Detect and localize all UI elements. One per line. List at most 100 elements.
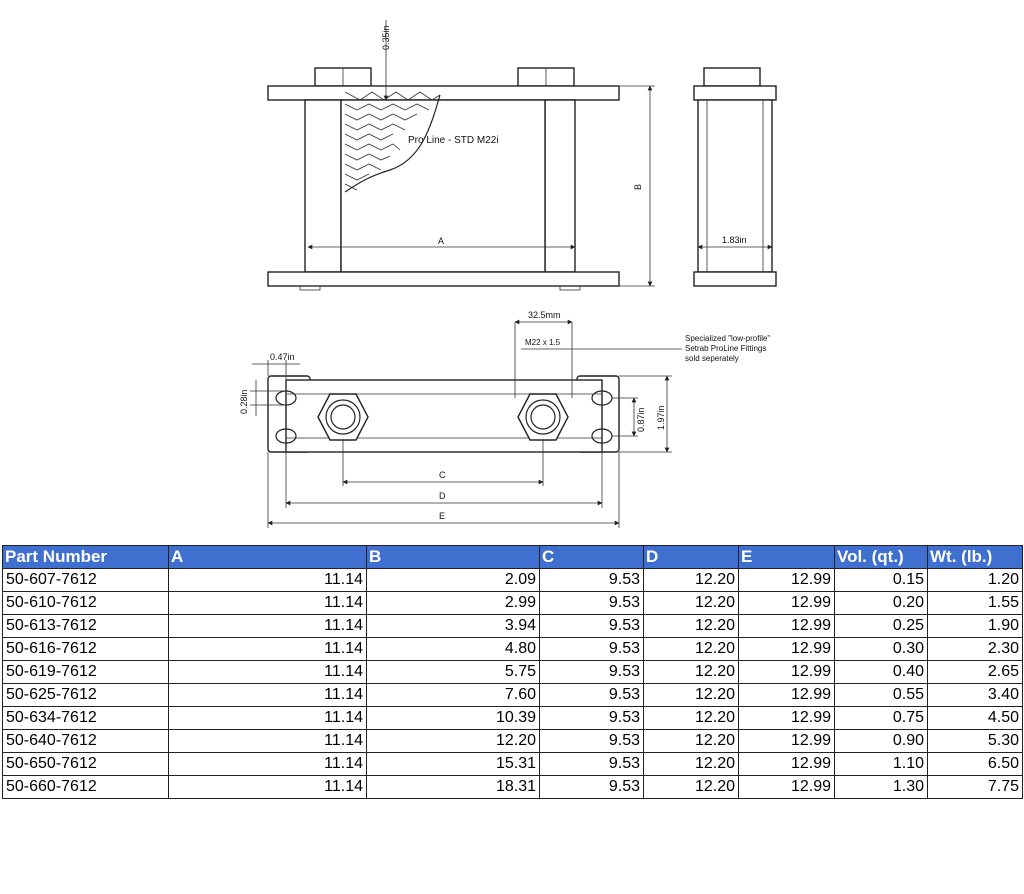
cell-b: 15.31 — [366, 752, 540, 776]
right-tank — [544, 99, 576, 273]
cell-a: 11.14 — [168, 752, 367, 776]
cell-volume: 1.10 — [834, 752, 928, 776]
side-width-dimension: 1.83in — [722, 235, 747, 245]
cell-d: 12.20 — [643, 614, 739, 638]
spec-table: Part Number A B C D E Vol. (qt.) Wt. (lb… — [2, 545, 1023, 799]
cell-a: 11.14 — [168, 660, 367, 684]
cell-b: 4.80 — [366, 637, 540, 661]
cell-b: 2.09 — [366, 568, 540, 592]
cell-part-number: 50-650-7612 — [2, 752, 169, 776]
cell-volume: 0.20 — [834, 591, 928, 615]
cell-c: 9.53 — [539, 775, 644, 799]
core — [340, 99, 546, 273]
cell-a: 11.14 — [168, 637, 367, 661]
cell-b: 7.60 — [366, 683, 540, 707]
header-volume: Vol. (qt.) — [834, 545, 928, 569]
cell-part-number: 50-634-7612 — [2, 706, 169, 730]
cell-a: 11.14 — [168, 706, 367, 730]
cell-e: 12.99 — [738, 660, 835, 684]
dim-a-label: A — [438, 236, 444, 246]
header-b: B — [366, 545, 540, 569]
note-line-2: Setrab ProLine Fittings — [685, 344, 766, 353]
cell-d: 12.20 — [643, 706, 739, 730]
bracket-height-dimension: 1.97in — [656, 405, 666, 430]
technical-drawing: 0.35in Pro Line - STD M22i A B 1.83in — [239, 20, 777, 528]
cell-a: 11.14 — [168, 591, 367, 615]
front-view: 0.35in Pro Line - STD M22i A B — [267, 20, 655, 291]
cell-volume: 0.55 — [834, 683, 928, 707]
cell-volume: 0.40 — [834, 660, 928, 684]
cell-d: 12.20 — [643, 752, 739, 776]
cell-volume: 0.25 — [834, 614, 928, 638]
cell-c: 9.53 — [539, 614, 644, 638]
cell-b: 3.94 — [366, 614, 540, 638]
cell-part-number: 50-613-7612 — [2, 614, 169, 638]
hole-diameter-dimension: 0.28in — [239, 389, 249, 414]
cell-e: 12.99 — [738, 706, 835, 730]
cell-a: 11.14 — [168, 568, 367, 592]
dim-d-label: D — [439, 491, 446, 501]
cell-e: 12.99 — [738, 637, 835, 661]
cell-c: 9.53 — [539, 706, 644, 730]
cell-weight: 2.65 — [927, 660, 1023, 684]
cell-weight: 5.30 — [927, 729, 1023, 753]
cell-e: 12.99 — [738, 683, 835, 707]
note-line-1: Specialized "low-profile" — [685, 334, 770, 343]
cell-e: 12.99 — [738, 568, 835, 592]
side-fitting — [703, 67, 761, 87]
fin-pattern — [344, 91, 441, 193]
dim-e-label: E — [439, 511, 445, 521]
cell-weight: 7.75 — [927, 775, 1023, 799]
cell-weight: 3.40 — [927, 683, 1023, 707]
cell-part-number: 50-640-7612 — [2, 729, 169, 753]
top-bracket — [267, 85, 620, 101]
top-view: 32.5mm M22 x 1.5 Specialized "low-profil… — [239, 310, 770, 528]
cell-d: 12.20 — [643, 729, 739, 753]
fitting-spacing-dimension: 32.5mm — [528, 310, 561, 320]
cell-weight: 6.50 — [927, 752, 1023, 776]
cell-d: 12.20 — [643, 660, 739, 684]
cell-c: 9.53 — [539, 660, 644, 684]
cell-weight: 1.20 — [927, 568, 1023, 592]
header-e: E — [738, 545, 835, 569]
cell-c: 9.53 — [539, 729, 644, 753]
cell-b: 5.75 — [366, 660, 540, 684]
cell-c: 9.53 — [539, 637, 644, 661]
hole-spacing-dimension: 0.87in — [636, 407, 646, 432]
hole-offset-dimension: 0.47in — [270, 352, 295, 362]
side-view: 1.83in — [693, 67, 777, 287]
cell-part-number: 50-625-7612 — [2, 683, 169, 707]
cell-a: 11.14 — [168, 775, 367, 799]
cell-d: 12.20 — [643, 637, 739, 661]
cell-a: 11.14 — [168, 614, 367, 638]
bottom-bracket — [267, 271, 620, 287]
cell-part-number: 50-610-7612 — [2, 591, 169, 615]
cell-b: 18.31 — [366, 775, 540, 799]
cell-weight: 1.55 — [927, 591, 1023, 615]
thread-dimension: M22 x 1.5 — [525, 338, 561, 347]
cell-volume: 0.90 — [834, 729, 928, 753]
cell-d: 12.20 — [643, 568, 739, 592]
table-header-row: Part Number A B C D E Vol. (qt.) Wt. (lb… — [2, 545, 1023, 569]
cell-part-number: 50-660-7612 — [2, 775, 169, 799]
cell-e: 12.99 — [738, 591, 835, 615]
cell-a: 11.14 — [168, 683, 367, 707]
cell-volume: 1.30 — [834, 775, 928, 799]
header-d: D — [643, 545, 739, 569]
cell-c: 9.53 — [539, 752, 644, 776]
cell-b: 2.99 — [366, 591, 540, 615]
cell-weight: 1.90 — [927, 614, 1023, 638]
dim-c-label: C — [439, 470, 446, 480]
cell-volume: 0.15 — [834, 568, 928, 592]
mount-hole — [275, 428, 297, 444]
cell-c: 9.53 — [539, 568, 644, 592]
dim-b-label: B — [633, 184, 643, 190]
